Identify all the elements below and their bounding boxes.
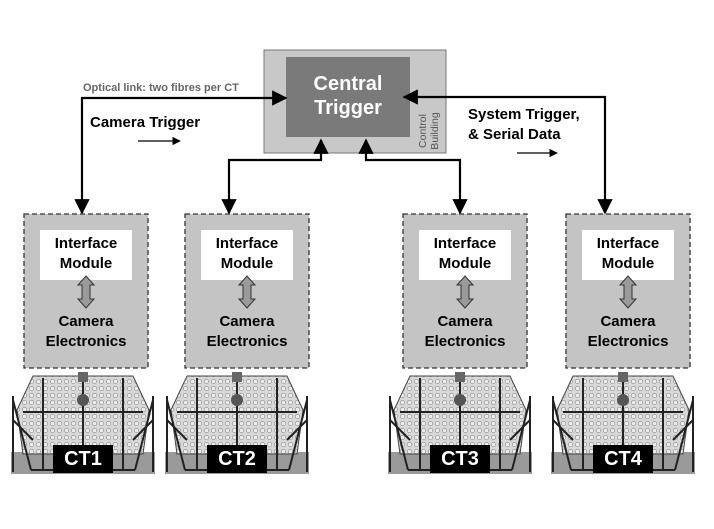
interface-module-box-4 [582, 230, 674, 280]
system-trigger-label: System Trigger, & Serial Data [468, 105, 580, 145]
interface-line2: Module [59, 255, 113, 272]
camera-line2: Electronics [587, 333, 669, 350]
camera-line1: Camera [437, 313, 493, 330]
camera-line1: Camera [219, 313, 275, 330]
bidirectional-arrow-3 [455, 275, 475, 309]
ct-label-plate-1 [53, 445, 113, 473]
ct-label-plate-4 [593, 445, 653, 473]
ct-label-plate-2 [207, 445, 267, 473]
telescope-camera [231, 394, 243, 406]
telescope-camera-housing [455, 372, 465, 382]
bidirectional-arrow-1 [76, 275, 96, 309]
ct-id-label-3: CT3 [441, 448, 479, 470]
ct-id-label-1: CT1 [64, 448, 102, 470]
interface-module-box-2 [201, 230, 293, 280]
telescope-camera-housing [78, 372, 88, 382]
telescope-camera [454, 394, 466, 406]
bidirectional-arrow-4 [618, 275, 638, 309]
interface-module-box-3 [419, 230, 511, 280]
telescope-camera-housing [232, 372, 242, 382]
telescope-frame [552, 376, 694, 472]
control-building-line1: Control [417, 114, 429, 148]
control-building-line2: Building [429, 112, 441, 150]
link-ct1 [74, 90, 288, 215]
camera-line2: Electronics [206, 333, 288, 350]
camera-line2: Electronics [424, 333, 506, 350]
ct-unit-1 [11, 213, 155, 474]
telescope-frame [12, 376, 154, 472]
telescope-image-2 [165, 372, 309, 474]
ct-id-label-2: CT2 [218, 448, 256, 470]
interface-line2: Module [220, 255, 274, 272]
interface-module-box-1 [40, 230, 132, 280]
telescope-camera-housing [618, 372, 628, 382]
ct-unit-2 [165, 213, 310, 474]
control-building-label: Control Building [417, 101, 447, 161]
interface-line1: Interface [54, 235, 118, 252]
link-ct2 [221, 138, 329, 215]
system-trigger-line1: System Trigger, [468, 106, 580, 123]
telescope-camera [77, 394, 89, 406]
system-trigger-line2: & Serial Data [468, 126, 561, 143]
camera-trigger-label: Camera Trigger [90, 114, 201, 131]
optical-links [74, 89, 613, 215]
camera-line2: Electronics [45, 333, 127, 350]
telescope-camera [617, 394, 629, 406]
camera-line1: Camera [58, 313, 114, 330]
bidirectional-arrow-2 [237, 275, 257, 309]
telescope-image-4 [551, 372, 695, 474]
link-ct4 [402, 89, 613, 215]
interface-line1: Interface [215, 235, 279, 252]
interface-line2: Module [438, 255, 492, 272]
ct-unit-3 [388, 213, 532, 474]
ct-unit-4 [551, 213, 695, 474]
ct-id-label-4: CT4 [604, 448, 642, 470]
central-trigger-line1: Central [313, 73, 383, 95]
central-trigger-label: Central Trigger [286, 72, 410, 120]
ct-label-plate-3 [430, 445, 490, 473]
interface-line2: Module [601, 255, 655, 272]
interface-line1: Interface [433, 235, 497, 252]
optical-link-label: Optical link: two fibres per CT [83, 82, 239, 94]
camera-line1: Camera [600, 313, 656, 330]
interface-line1: Interface [596, 235, 660, 252]
central-trigger-box [286, 57, 410, 137]
central-trigger-line2: Trigger [314, 97, 382, 119]
